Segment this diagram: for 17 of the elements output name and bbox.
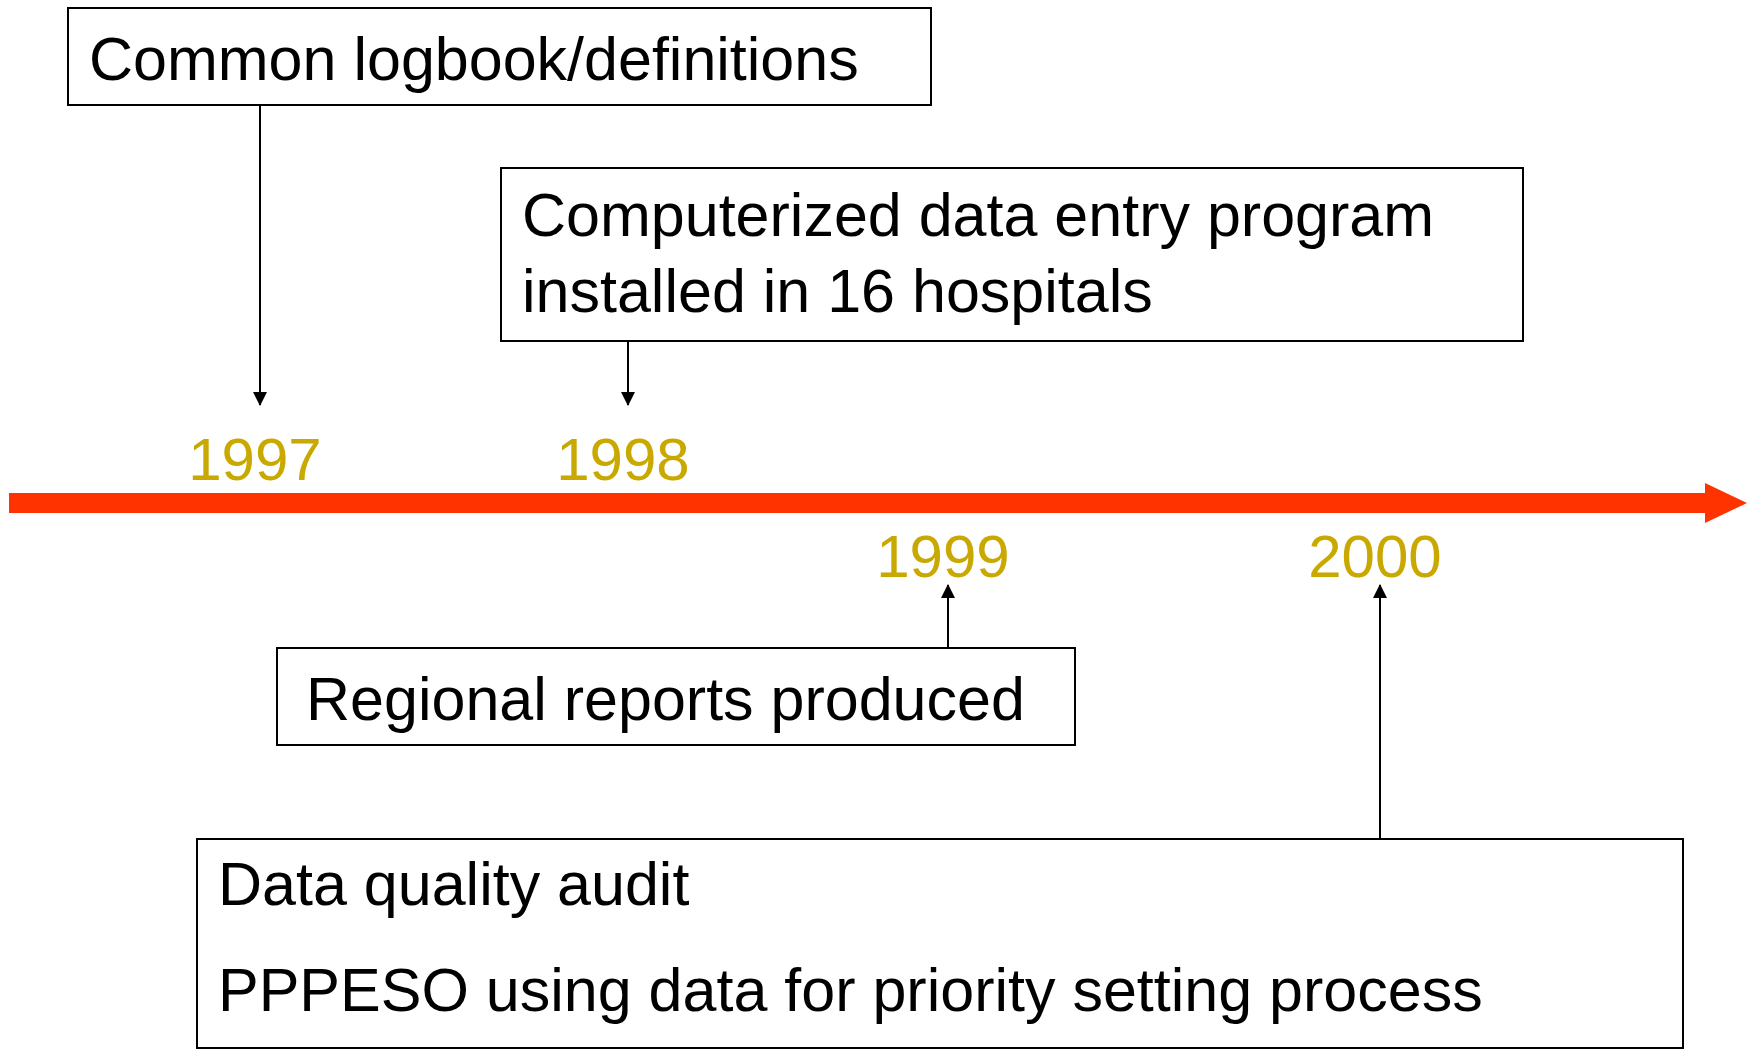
event-box bbox=[500, 167, 1524, 342]
year-label: 1997 bbox=[180, 430, 330, 488]
event-box bbox=[67, 7, 932, 106]
event-box bbox=[196, 838, 1684, 1049]
event-box bbox=[276, 647, 1076, 746]
arrow bbox=[1373, 584, 1387, 839]
event-text: Common logbook/definitions bbox=[89, 24, 860, 95]
event-text: PPPESO using data for priority setting process bbox=[218, 955, 1484, 1027]
event-text: Regional reports produced bbox=[306, 664, 1026, 735]
arrow bbox=[621, 341, 635, 406]
event-text: Computerized data entry program installed in 16 hospitals bbox=[522, 180, 1436, 328]
year-label: 1999 bbox=[868, 527, 1018, 585]
year-label: 1998 bbox=[548, 430, 698, 488]
event-text: Data quality audit bbox=[218, 849, 691, 920]
arrow bbox=[941, 584, 955, 648]
arrow bbox=[253, 105, 267, 406]
year-label: 2000 bbox=[1300, 527, 1450, 585]
